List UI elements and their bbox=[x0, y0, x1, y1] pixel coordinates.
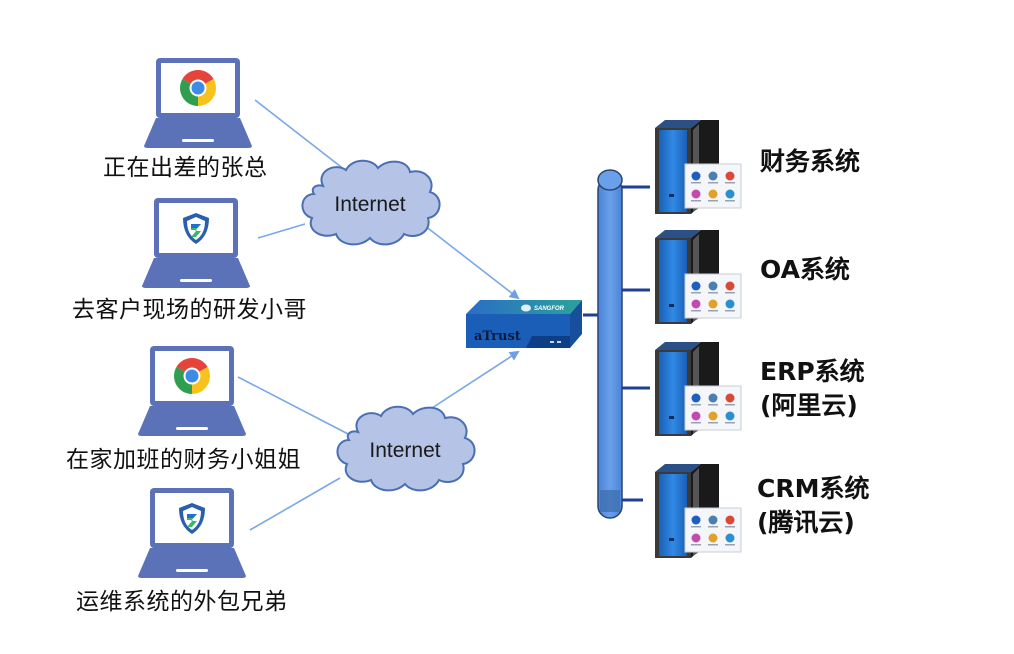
server-top bbox=[655, 342, 701, 350]
chrome-icon bbox=[174, 358, 210, 394]
server bbox=[655, 464, 742, 558]
link-user1-cloud1 bbox=[254, 99, 346, 171]
server bbox=[655, 120, 742, 214]
server-top bbox=[655, 120, 701, 128]
user-label: 运维系统的外包兄弟 bbox=[76, 589, 288, 615]
atrust-shield-icon bbox=[183, 213, 209, 244]
link-cloud2-gateway bbox=[431, 350, 520, 409]
server-top bbox=[655, 230, 701, 238]
user-label: 去客户现场的研发小哥 bbox=[72, 297, 307, 323]
internet-cloud: Internet bbox=[301, 159, 441, 246]
atrust-gateway: SANGFOR aTrust bbox=[466, 300, 582, 348]
system-name: 财务系统 bbox=[760, 147, 861, 176]
system-name: ERP系统 bbox=[760, 357, 865, 386]
link-cloud1-gateway bbox=[419, 221, 520, 300]
system-label: 财务系统 bbox=[760, 145, 860, 179]
server-top bbox=[655, 464, 701, 472]
link-user4-cloud2 bbox=[249, 477, 341, 531]
laptop-base bbox=[138, 548, 246, 578]
laptop bbox=[142, 198, 250, 288]
laptop-base bbox=[144, 118, 252, 148]
internet-cloud: Internet bbox=[336, 405, 476, 492]
user-links bbox=[237, 99, 351, 531]
user-label: 在家加班的财务小姐姐 bbox=[66, 447, 301, 473]
system-location: (腾讯云) bbox=[757, 508, 855, 537]
system-name: OA系统 bbox=[760, 255, 850, 284]
server bbox=[655, 342, 742, 436]
atrust-shield-icon bbox=[179, 503, 205, 534]
cloud-label: Internet bbox=[369, 439, 440, 462]
laptop bbox=[138, 488, 246, 578]
system-label: OA系统 bbox=[760, 253, 850, 287]
network-bus bbox=[597, 169, 623, 519]
gateway-side bbox=[570, 300, 582, 348]
laptop-base bbox=[138, 406, 246, 436]
system-label: CRM系统 (腾讯云) bbox=[757, 472, 869, 540]
app-window-icon bbox=[684, 273, 742, 319]
system-label: ERP系统 (阿里云) bbox=[760, 355, 865, 423]
gateway-label: aTrust bbox=[474, 329, 521, 344]
server bbox=[655, 230, 742, 324]
sangfor-logo-icon bbox=[521, 304, 531, 312]
chrome-icon bbox=[180, 70, 216, 106]
gateway-front-dark bbox=[526, 336, 570, 348]
app-window-icon bbox=[684, 163, 742, 209]
cloud-links bbox=[419, 221, 520, 409]
app-window-icon bbox=[684, 507, 742, 553]
laptop bbox=[138, 346, 246, 436]
app-window-icon bbox=[684, 385, 742, 431]
gateway-brand: SANGFOR bbox=[534, 306, 565, 312]
laptop-base bbox=[142, 258, 250, 288]
link-user2-cloud1 bbox=[257, 223, 306, 239]
server-links bbox=[622, 185, 650, 502]
laptop bbox=[144, 58, 252, 148]
system-location: (阿里云) bbox=[760, 391, 858, 420]
system-name: CRM系统 bbox=[757, 474, 870, 503]
cloud-label: Internet bbox=[334, 193, 405, 216]
user-label: 正在出差的张总 bbox=[103, 155, 268, 181]
link-user3-cloud2 bbox=[237, 376, 351, 436]
